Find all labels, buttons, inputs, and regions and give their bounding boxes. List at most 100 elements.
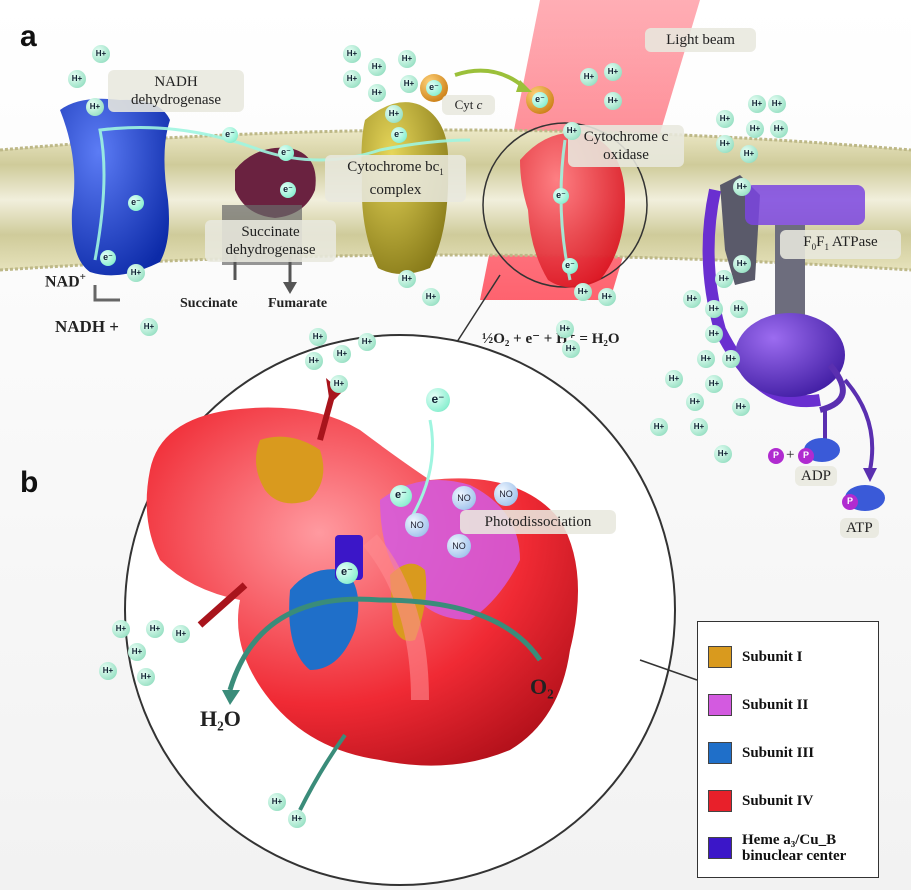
electron-path-b <box>408 419 434 521</box>
electron: e⁻ <box>562 258 578 274</box>
legend-label: Subunit I <box>742 649 803 665</box>
electron: e⁻ <box>278 145 294 161</box>
label-adp: ADP <box>795 466 838 486</box>
label-bc1-line1: Cytochrome bc <box>347 159 440 175</box>
legend-item-subunit-ii: Subunit II <box>708 694 808 716</box>
h-ion: H+ <box>705 375 723 393</box>
phosphate-plus: + <box>786 447 795 463</box>
label-cytochrome-oxidase-text: Cytochrome c oxidase <box>583 129 669 163</box>
panel-letter-b: b <box>20 466 39 499</box>
h-ion: H+ <box>68 70 86 88</box>
label-atpase: F0F1 ATPase <box>780 230 901 259</box>
h-ion: H+ <box>563 122 581 140</box>
h-ion: H+ <box>722 350 740 368</box>
label-cytochrome-bc1: Cytochrome bc1 complex <box>325 155 466 202</box>
no-molecule: NO <box>447 534 471 558</box>
h-ion: H+ <box>333 345 351 363</box>
atpase-suffix: ATPase <box>828 234 878 250</box>
h-ion: H+ <box>385 105 403 123</box>
legend-item-subunit-i: Subunit I <box>708 646 802 668</box>
h-ion: H+ <box>172 625 190 643</box>
h-ion: H+ <box>732 398 750 416</box>
legend-label: Heme a₃/Cu_B binuclear center <box>742 832 847 864</box>
electron: e⁻ <box>128 195 144 211</box>
electron: e⁻ <box>553 188 569 204</box>
nadh-dehydrogenase-shape <box>60 98 170 276</box>
h-ion: H+ <box>398 50 416 68</box>
h-ion: H+ <box>358 333 376 351</box>
h-ion: H+ <box>137 668 155 686</box>
h-ion: H+ <box>740 145 758 163</box>
panel-letter-a: a <box>20 20 37 53</box>
h-ion: H+ <box>112 620 130 638</box>
h-ion: H+ <box>86 98 104 116</box>
h-ion: H+ <box>748 95 766 113</box>
h-ion: H+ <box>697 350 715 368</box>
h-ion: H+ <box>580 68 598 86</box>
cyt-c-arrowhead <box>516 80 532 92</box>
label-photodissociation: Photodissociation <box>460 510 616 534</box>
h-ion: H+ <box>705 325 723 343</box>
atp-arrow <box>843 378 875 471</box>
o2-to-h2o-arrow <box>227 596 543 691</box>
electron: e⁻ <box>100 250 116 266</box>
label-succinate: Succinate <box>180 296 238 311</box>
atp-arrowhead <box>863 468 877 482</box>
atpase-sub0: 0 <box>811 242 817 252</box>
electron-large: e⁻ <box>390 485 412 507</box>
proton-in-arrow <box>197 582 248 628</box>
legend-swatch <box>708 646 732 668</box>
electron: e⁻ <box>280 182 296 198</box>
label-reaction: ½O₂ + e⁻ + H⁺ = H₂O <box>482 331 620 347</box>
h-ion: H+ <box>683 290 701 308</box>
legend-label: Subunit IV <box>742 793 814 809</box>
legend: Subunit I Subunit II Subunit III Subunit… <box>697 621 879 878</box>
legend-item-subunit-iv: Subunit IV <box>708 790 813 812</box>
oxidase-zoom-circle <box>482 122 648 288</box>
label-nadh-plus: NADH + <box>55 317 119 336</box>
phosphate-1: P <box>768 448 784 464</box>
h-ion: H+ <box>92 45 110 63</box>
no-molecule: NO <box>452 486 476 510</box>
proton-up-arrow <box>298 733 347 811</box>
legend-item-subunit-iii: Subunit III <box>708 742 814 764</box>
label-h2o-big: H₂O <box>200 706 241 731</box>
label-atp: ATP <box>840 518 879 538</box>
h-ion: H+ <box>716 110 734 128</box>
h-ion: H+ <box>716 135 734 153</box>
h-ion: H+ <box>746 120 764 138</box>
label-bc1-sub: 1 <box>439 167 444 177</box>
h-ion: H+ <box>705 300 723 318</box>
atpase-f-b: F <box>816 234 825 250</box>
cytochrome-oxidase-shape <box>520 132 625 288</box>
subunit-iii-shape <box>289 569 359 670</box>
h-ion: H+ <box>733 255 751 273</box>
electron-path-a <box>93 126 471 261</box>
h-ion: H+ <box>99 662 117 680</box>
electron: e⁻ <box>532 92 548 108</box>
label-o2-big: O₂ <box>530 674 554 699</box>
label-light-beam: Light beam <box>645 28 756 52</box>
zoom-connector <box>454 274 501 346</box>
no-molecule: NO <box>405 513 429 537</box>
h-ion: H+ <box>343 70 361 88</box>
electron: e⁻ <box>222 127 238 143</box>
legend-swatch <box>708 790 732 812</box>
electron-large: e⁻ <box>336 562 358 584</box>
label-nadh-dehydrogenase-text: NADH dehydrogenase <box>131 74 221 108</box>
label-succinate-dehydrogenase-text: Succinate dehydrogenase <box>225 224 316 258</box>
h-ion: H+ <box>562 340 580 358</box>
h-ion: H+ <box>330 375 348 393</box>
atpase-rotation-arrow <box>819 363 846 413</box>
subunit-iv-loop <box>363 534 429 701</box>
atpase-f-a: F <box>803 234 812 250</box>
h2o-arrowhead <box>222 690 240 705</box>
h-ion: H+ <box>343 45 361 63</box>
phosphate-2: P <box>798 448 814 464</box>
h-ion: H+ <box>398 270 416 288</box>
label-bc1-line2: complex <box>369 182 422 198</box>
h-ion: H+ <box>305 352 323 370</box>
atpase-f1-head <box>735 313 845 397</box>
h-ion: H+ <box>368 84 386 102</box>
